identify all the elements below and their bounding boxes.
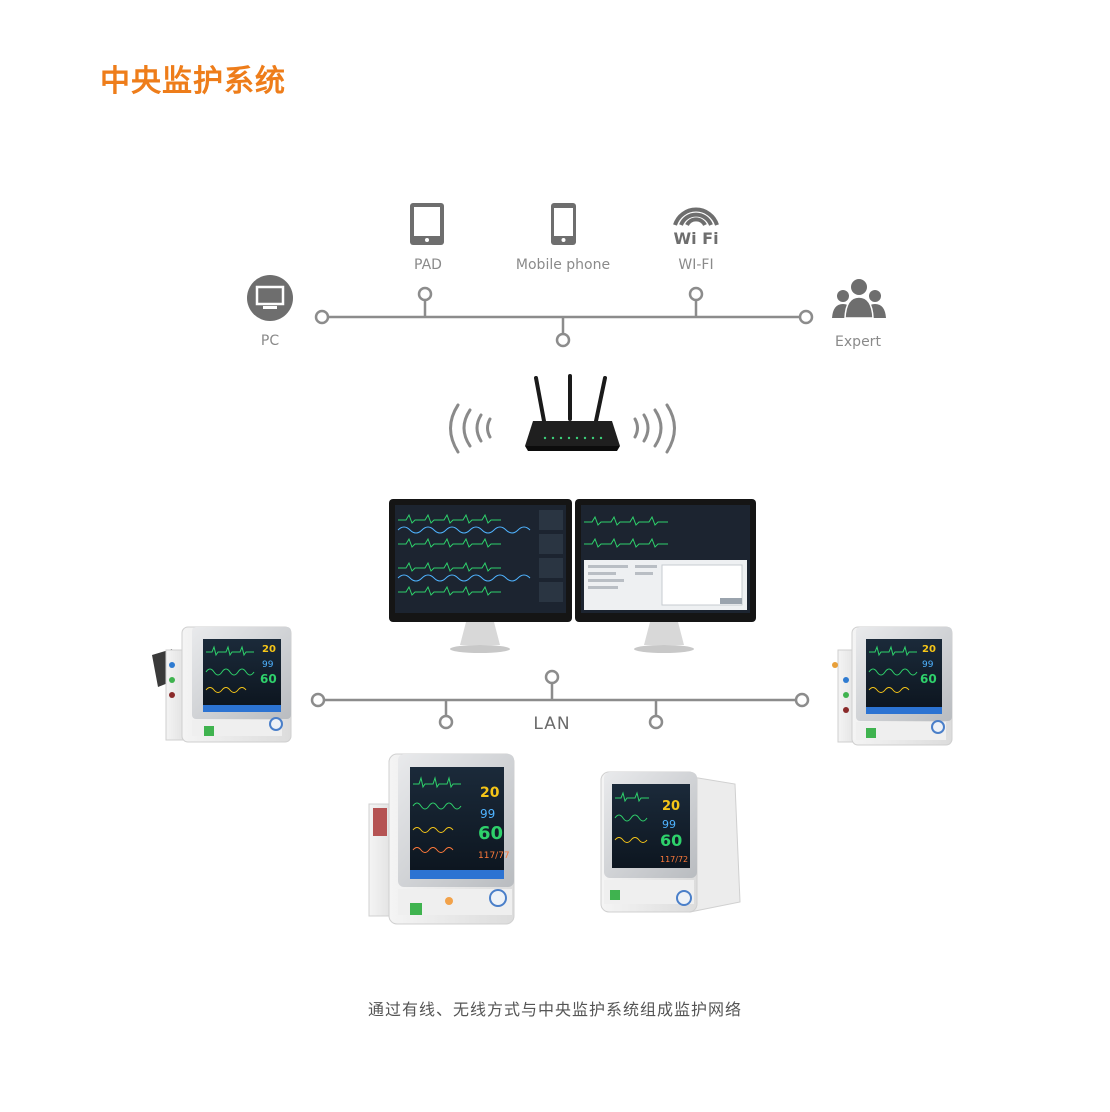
monitor-right-reading-2: 99 (922, 660, 934, 670)
label-wifi: WI-FI (678, 257, 714, 273)
monitor-left-reading-2: 99 (262, 660, 274, 670)
label-mobile-phone: Mobile phone (515, 257, 611, 273)
monitor-front-left-reading-4: 117/77 (478, 851, 510, 861)
monitor-front-right-reading-2: 99 (662, 818, 676, 831)
monitor-right-reading-1: 20 (922, 644, 936, 655)
monitor-right-reading-3: 60 (920, 672, 937, 686)
node-pad (417, 286, 433, 302)
page-title: 中央监护系统 (100, 64, 286, 99)
top-network-bus (329, 300, 799, 333)
label-pc: PC (260, 333, 280, 349)
monitor-front-left-reading-2: 99 (480, 807, 495, 821)
patient-monitor-left: 20 99 60 (152, 626, 292, 743)
lan-node-station (544, 669, 560, 685)
wifi-icon: Wi Fi (673, 207, 719, 248)
lan-end-right (794, 692, 810, 708)
label-lan: LAN (533, 714, 571, 734)
pc-icon (247, 275, 293, 321)
lan-node-front-right (648, 714, 664, 730)
lan-bus (325, 683, 795, 716)
monitor-front-right-reading-4: 117/72 (660, 855, 688, 864)
patient-monitor-right: 20 99 60 (832, 626, 953, 746)
monitor-front-right-reading-3: 60 (660, 831, 682, 850)
bus-end-left (314, 309, 330, 325)
lan-node-front-left (438, 714, 454, 730)
top-network-nodes (314, 286, 814, 348)
wireless-router-icon (449, 374, 676, 454)
wifi-icon-text: Wi Fi (673, 229, 718, 248)
monitor-front-left-reading-1: 20 (480, 785, 500, 801)
node-router (555, 332, 571, 348)
monitor-left-reading-3: 60 (260, 672, 277, 686)
lan-nodes (310, 669, 810, 730)
dual-monitor-workstation-icon (389, 499, 756, 653)
monitor-front-right-reading-1: 20 (662, 799, 680, 814)
mobile-phone-icon (551, 203, 576, 245)
patient-monitor-front-left: 20 99 60 117/77 (368, 753, 515, 925)
lan-end-left (310, 692, 326, 708)
label-pad: PAD (414, 257, 442, 273)
caption: 通过有线、无线方式与中央监护系统组成监护网络 (367, 1000, 742, 1019)
tablet-icon (410, 203, 444, 245)
expert-group-icon (832, 279, 886, 319)
bus-end-right (798, 309, 814, 325)
monitor-front-left-reading-3: 60 (478, 823, 503, 844)
node-wifi (688, 286, 704, 302)
label-expert: Expert (835, 334, 881, 350)
monitor-left-reading-1: 20 (262, 644, 276, 655)
patient-monitor-front-right: 20 99 60 117/72 (600, 771, 741, 913)
